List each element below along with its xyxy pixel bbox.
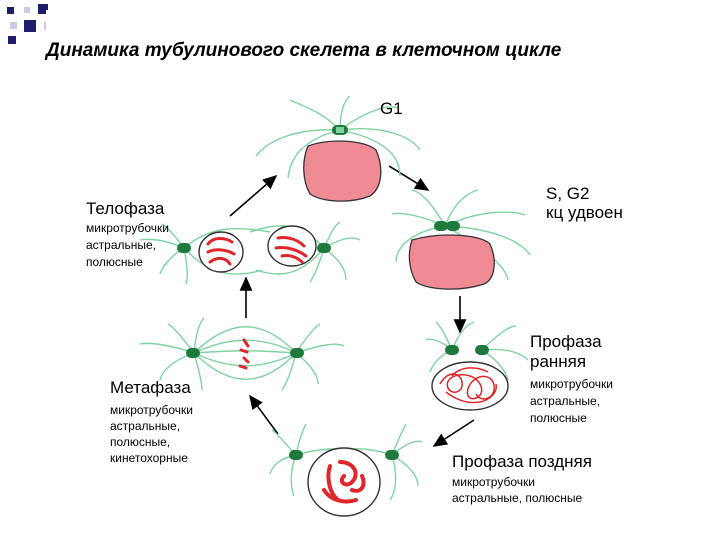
g1-nucleus	[304, 141, 381, 201]
label-prophase-early-2: ранняя	[530, 352, 586, 372]
metaphase-mt-line: кинетохорные	[110, 450, 188, 467]
centrosome-icon	[434, 221, 448, 231]
cycle-arrows	[230, 166, 474, 446]
metaphase-mt-line: микротрубочки	[110, 402, 193, 419]
label-prophase-early: Профаза	[530, 332, 602, 352]
arrow-icon	[389, 166, 428, 190]
s-g2-nucleus	[409, 235, 494, 289]
label-g1: G1	[380, 99, 403, 119]
prophase-late-mt-line: астральные, полюсные	[452, 490, 582, 507]
arrow-icon	[230, 176, 276, 216]
centrosome-icon	[290, 348, 304, 358]
centrosome-icon	[177, 243, 191, 253]
telophase-mt-line: микротрубочки	[86, 220, 169, 237]
arrow-icon	[250, 396, 278, 434]
label-s-g2-note: кц удвоен	[546, 203, 623, 223]
label-metaphase: Метафаза	[110, 378, 191, 398]
label-telophase: Телофаза	[86, 199, 164, 219]
telophase-mt-line: полюсные	[86, 254, 143, 271]
centrosome-icon	[317, 243, 331, 253]
label-prophase-late: Профаза поздняя	[452, 452, 592, 472]
telophase-cells	[140, 222, 360, 284]
centrosome-icon	[446, 221, 460, 231]
arrow-icon	[434, 420, 474, 446]
prophase-late-mt-line: микротрубочки	[452, 474, 535, 491]
centrosome-icon	[385, 450, 399, 460]
prophase-early-mt-line: микротрубочки	[530, 376, 613, 393]
label-s-g2: S, G2	[546, 184, 589, 204]
centrosome-icon	[289, 450, 303, 460]
s-g2-cell	[392, 190, 530, 289]
telophase-nucleus	[268, 226, 316, 266]
prophase-early-mt-line: астральные,	[530, 393, 600, 410]
prophase-late-cell	[270, 424, 422, 516]
telophase-mt-line: астральные,	[86, 237, 156, 254]
centrosome-icon	[186, 348, 200, 358]
metaphase-mt-line: полюсные,	[110, 434, 170, 451]
centrosome-icon	[475, 345, 489, 355]
prophase-early-mt-line: полюсные	[530, 410, 587, 427]
metaphase-mt-line: астральные,	[110, 418, 180, 435]
centrosome-icon	[445, 345, 459, 355]
prophase-early-cell	[426, 322, 528, 410]
